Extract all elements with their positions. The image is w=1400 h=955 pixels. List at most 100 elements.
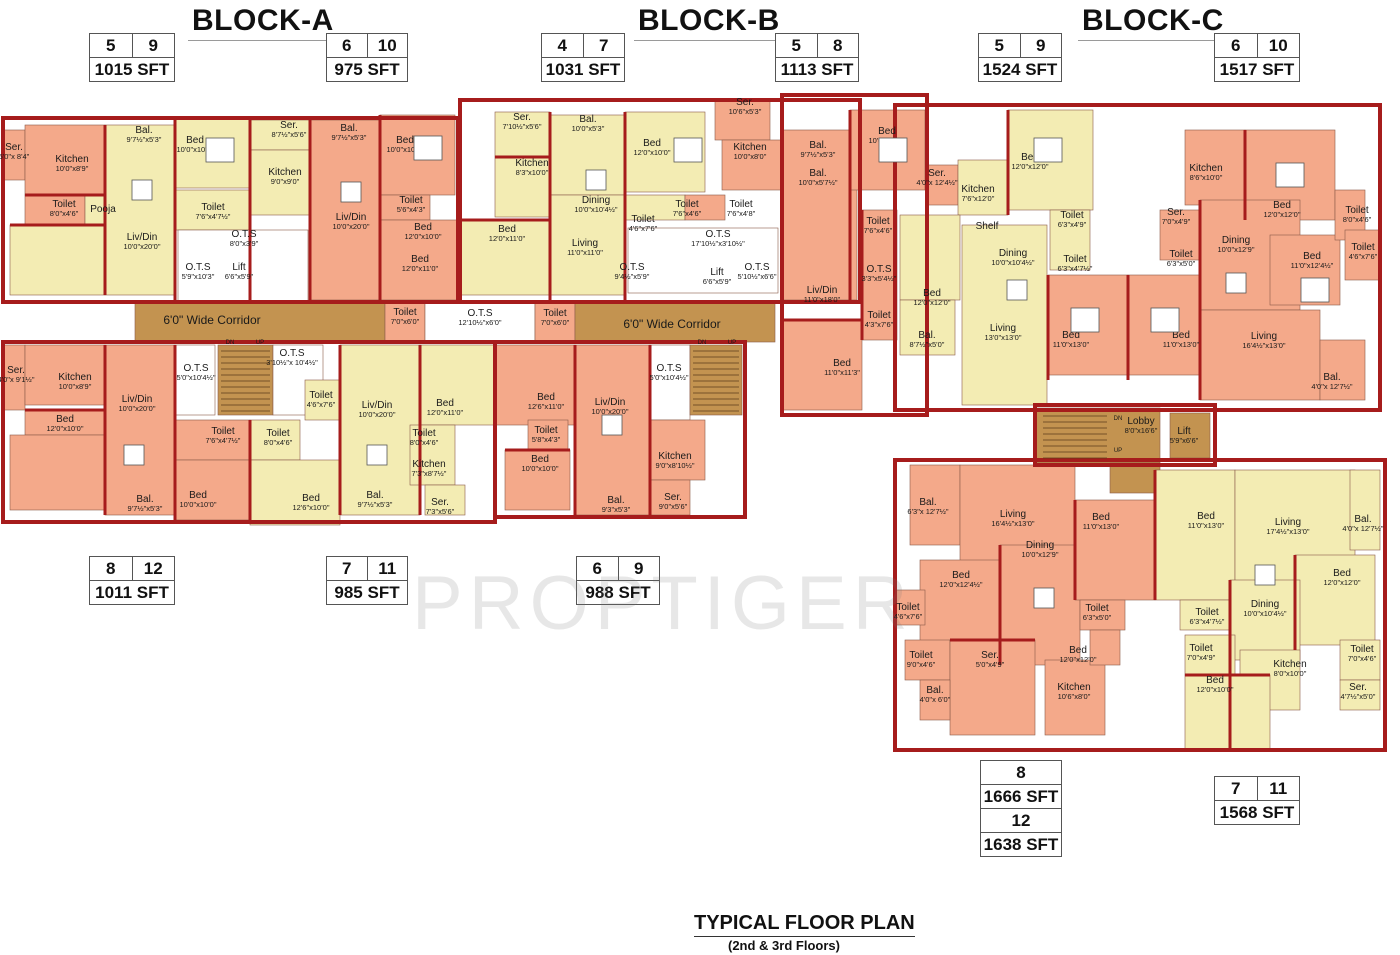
unit-area: 1524 SFT [982,59,1058,79]
room-area [861,209,898,341]
room-dimension: 10'0"x20'0" [359,410,396,419]
room-label: Bed [1273,200,1291,211]
room-label: Bed [396,135,414,146]
unit-number: 11 [378,558,397,578]
room-label: Toilet [729,199,753,210]
room-label: Bed [1092,512,1110,523]
bed-furniture [413,135,443,161]
unit-number: 7 [1215,777,1258,800]
room-area [174,344,216,416]
room-label: Toilet [631,214,655,225]
room-dimension: 7'3"x5'6" [426,507,455,516]
room-label: Bed [1172,330,1190,341]
room-dimension: 4'0"x 12'7½" [1342,524,1383,533]
room-dimension: 10'0"x20'0" [119,404,156,413]
room-label: Liv/Din [127,232,158,243]
room-dimension: 4'0"x 12'4½" [916,178,957,187]
room-area [104,344,176,516]
room-label: Toilet [412,428,436,439]
dining-table [585,169,607,191]
room-area [1184,674,1271,751]
room-dimension: 12'0"x11'0" [489,234,526,243]
unit-number: 11 [1269,778,1288,798]
room-area [649,344,691,421]
block-a-title: BLOCK-A [188,4,338,41]
room-area [1109,462,1161,494]
room-area [424,484,466,516]
room-dimension: 4'6"x7'6" [307,400,336,409]
room-area [919,559,1001,651]
room-area [1344,229,1381,281]
unit-area: 1015 SFT [94,59,170,79]
room-label: Dining [1026,540,1054,551]
room-dimension: 9'7½"x5'3" [127,135,162,144]
bed-furniture [1070,307,1100,333]
bed-furniture [1033,137,1063,163]
room-dimension: 5'0"x10'4½" [649,373,688,382]
room-label: Toilet [534,425,558,436]
room-dimension: 4'3"x7'6" [865,320,894,329]
room-label: Toilet [1345,205,1369,216]
room-dimension: 6'3"x4'9" [1058,220,1087,229]
room-area [1349,469,1381,551]
room-dimension: 6'6"x5'9" [703,277,732,286]
room-label: Kitchen [733,142,766,153]
block-c-title: BLOCK-C [1078,4,1228,41]
room-dimension: 5'9"x10'3" [182,272,215,281]
room-label: Pooja [90,204,116,215]
stair-label: DN [226,340,235,346]
room-dimension: 10'0"x20'0" [333,222,370,231]
room-label: Bed [1069,645,1087,656]
unit-area: 1666 SFT [983,786,1059,806]
room-dimension: 12'0"x10'0" [634,148,671,157]
room-label: Ser. [5,142,23,153]
dining-table [123,444,145,466]
room-area [1229,579,1301,661]
room-dimension: 8'7½"x5'6" [272,130,307,139]
stair-label: DN [698,340,707,346]
room-label: Liv/Din [362,400,393,411]
room-area [379,219,461,301]
room-dimension: 8'0"x4'6" [1343,215,1372,224]
room-label: Liv/Din [336,212,367,223]
room-area [684,194,726,221]
room-label: O.T.S [656,363,681,374]
stair-label: UP [256,340,264,346]
room-dimension: 10'0"x8'0" [734,152,767,161]
room-label: Ser. [981,650,999,661]
room-label: Kitchen [1189,163,1222,174]
room-label: Bed [531,454,549,465]
stair-label: UP [1114,448,1122,454]
room-label: Kitchen [55,154,88,165]
unit-number: 7 [599,35,609,55]
room-area [134,301,386,343]
room-label: Ser. [736,97,754,108]
room-label: Bal. [919,497,936,508]
room-label: O.T.S [705,229,730,240]
exterior-wall [458,98,862,304]
room-label: Kitchen [658,451,691,462]
room-dimension: 4'0"x 12'7½" [1311,382,1352,391]
room-dimension: 10'0"x8'9" [59,382,92,391]
room-area [104,124,176,296]
room-area [714,99,771,141]
unit-area: 1113 SFT [780,59,854,79]
dining-table [1254,564,1276,586]
room-label: O.T.S [467,308,492,319]
room-dimension: 11'0"x18'0" [804,295,841,304]
room-dimension: 12'10½"x6'0" [458,318,502,327]
room-label: Bed [1197,511,1215,522]
unit-number: 9 [634,558,644,578]
room-dimension: 12'0"x10'0" [405,232,442,241]
room-label: Bed [1333,568,1351,579]
room-area [1154,469,1236,601]
room-label: Toilet [393,307,417,318]
room-area [1339,679,1381,711]
room-dimension: 6'3"x5'0" [1083,613,1112,622]
room-area [781,129,858,301]
room-area [379,194,431,221]
room-dimension: 5'6"x4'3" [397,205,426,214]
dining-table [340,181,362,203]
